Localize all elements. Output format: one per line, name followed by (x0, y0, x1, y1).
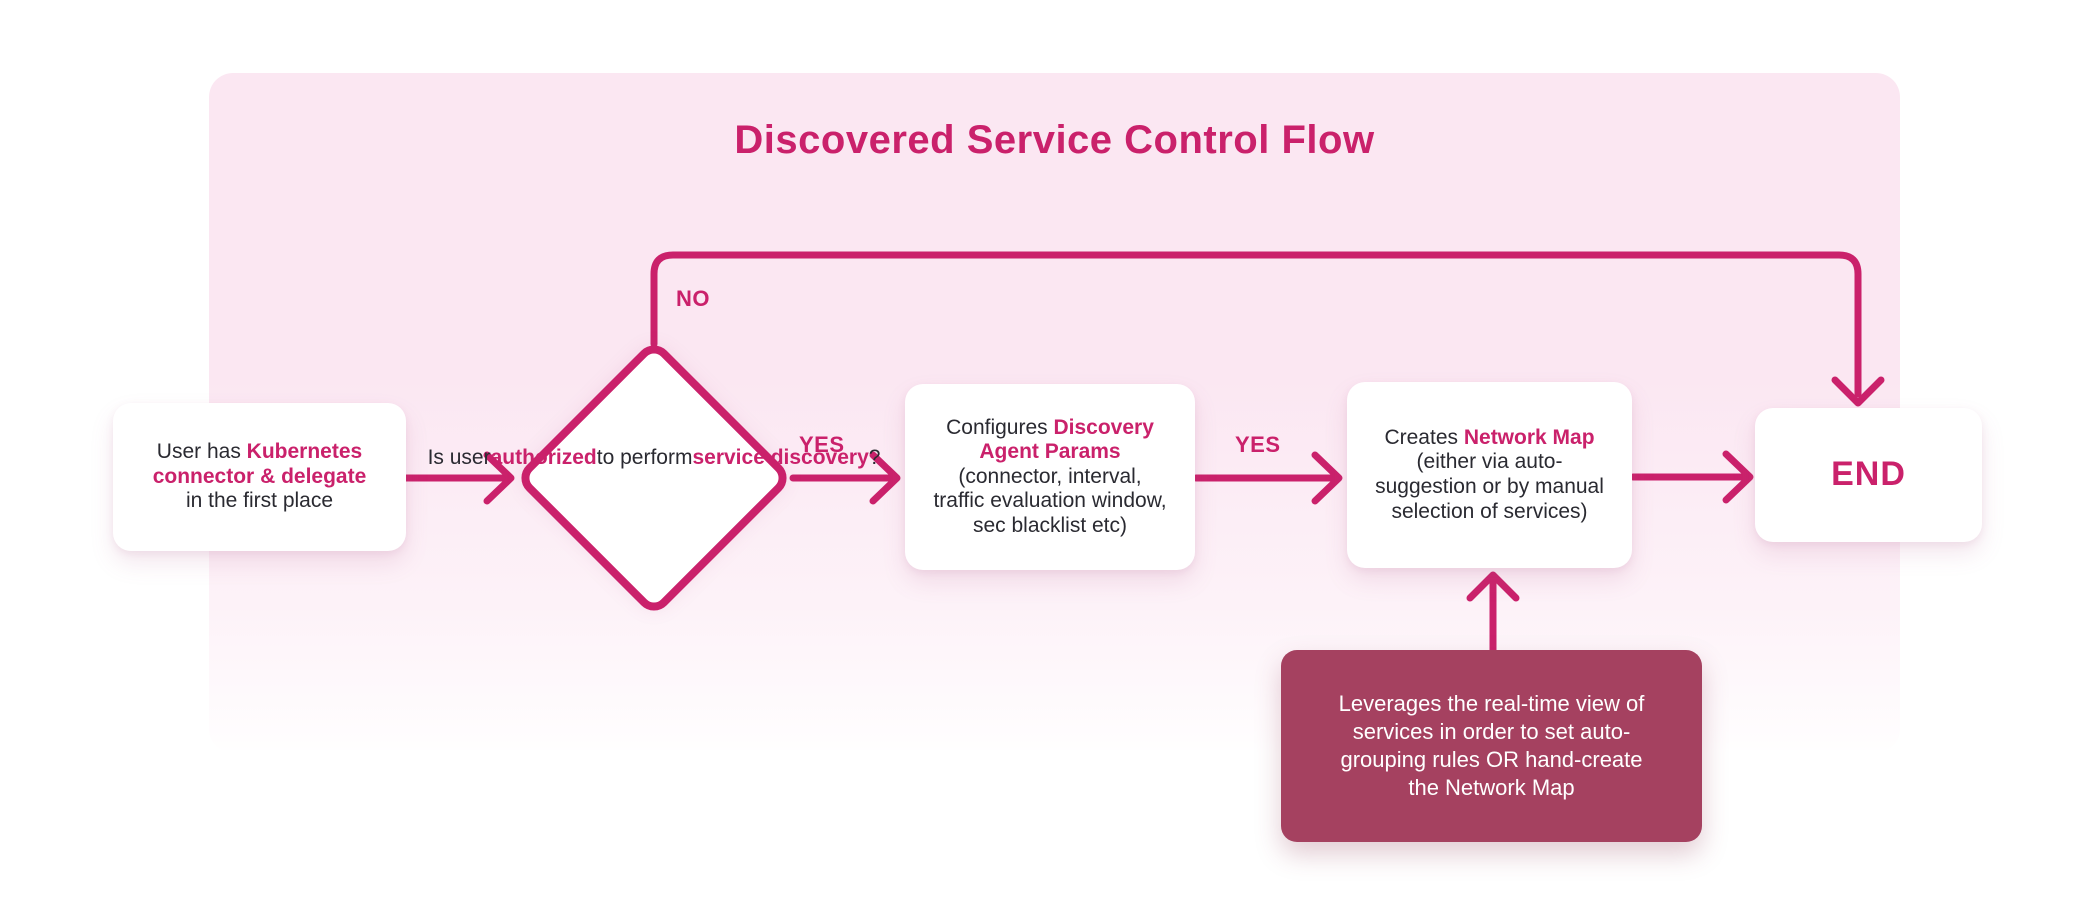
node-create-network-map: Creates Network Map(either via auto-sugg… (1347, 382, 1632, 568)
node-create-network-map-text: Creates Network Map(either via auto-sugg… (1375, 425, 1604, 523)
diagram-title: Discovered Service Control Flow (734, 118, 1375, 162)
arrow-create-to-end-head (1722, 450, 1754, 504)
no-branch-arrow-head (1831, 376, 1885, 407)
label-yes-decision-to-configure: YES (799, 432, 845, 457)
label-yes-configure-to-create: YES (1235, 432, 1281, 457)
arrow-start-to-decision-head (483, 451, 515, 505)
arrow-configure-to-create-head (1311, 451, 1343, 505)
no-branch-line (650, 251, 1862, 398)
label-no-branch: NO (676, 286, 710, 311)
node-end: END (1755, 408, 1982, 542)
node-end-label: END (1831, 455, 1906, 494)
arrow-decision-to-configure-head (869, 451, 901, 505)
arrow-note-to-create-head (1466, 571, 1520, 602)
